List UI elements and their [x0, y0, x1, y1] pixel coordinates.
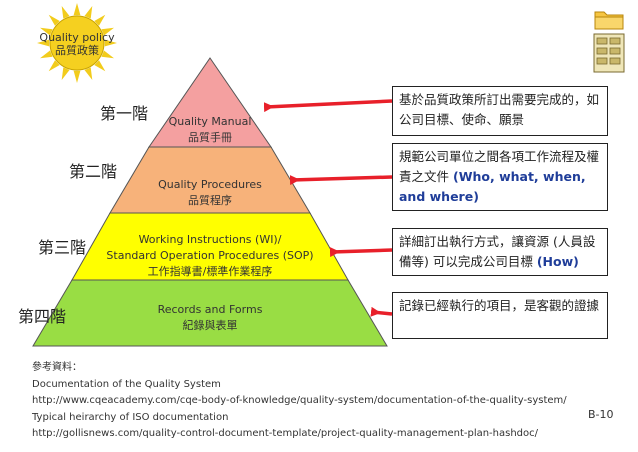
sun-ray — [104, 39, 117, 47]
sun-ray — [94, 60, 106, 72]
sun-ray — [37, 39, 50, 47]
tier-4-shape — [32, 279, 388, 347]
arrow-1 — [263, 99, 393, 113]
level-4-label: 第四階 — [18, 307, 67, 326]
reference-line-2: http://www.cqeacademy.com/cqe-body-of-kn… — [32, 395, 567, 406]
callout-3-text: 詳細訂出執行方式，讓資源 (人員設備等) 可以完成公司目標 — [399, 234, 596, 269]
file-cabinet-icon — [593, 33, 625, 73]
tier-3-title-en2: Standard Operation Procedures (SOP) — [106, 249, 314, 262]
sun-ray — [48, 60, 60, 72]
sun-ray — [73, 3, 81, 16]
sun-ray — [40, 50, 53, 59]
sun-ray — [101, 27, 114, 36]
sun-icon — [37, 3, 117, 83]
sun-ray — [94, 14, 106, 26]
callout-4-text: 記錄已經執行的項目，是客觀的證據 — [399, 298, 600, 313]
level-2-label: 第二階 — [69, 162, 118, 181]
arrow-3 — [329, 247, 393, 258]
callout-2: 規範公司單位之間各項工作流程及權責之文件 (Who, what, when, a… — [392, 143, 608, 211]
sun-ray — [73, 70, 81, 83]
callout-1-text: 基於品質政策所訂出需要完成的，如公司目標、使命、願景 — [399, 92, 600, 127]
sun-ray — [61, 6, 70, 19]
callout-3: 詳細訂出執行方式，讓資源 (人員設備等) 可以完成公司目標 (How) — [392, 228, 608, 276]
sun-ray — [84, 67, 93, 80]
tier-2-text: Quality Procedures 品質程序 — [140, 177, 280, 209]
sun-label-zh: 品質政策 — [55, 44, 99, 57]
sun-ray — [61, 67, 70, 80]
tier-3-title-zh: 工作指導書/標準作業程序 — [147, 265, 273, 278]
sun-ray — [40, 27, 53, 36]
tier-2-title-zh: 品質程序 — [188, 194, 232, 207]
tier-4-title-en: Records and Forms — [157, 303, 263, 316]
callout-4: 記錄已經執行的項目，是客觀的證據 — [392, 292, 608, 339]
sun-label: Quality policy 品質政策 — [32, 31, 122, 57]
arrow-2 — [289, 175, 393, 186]
tier-2-title-en: Quality Procedures — [158, 178, 262, 191]
tier-4-title-zh: 紀錄與表單 — [182, 319, 238, 332]
reference-line-3: Typical heirarchy of ISO documentation — [32, 411, 229, 423]
callout-2-text: 規範公司單位之間各項工作流程及權責之文件 — [399, 149, 600, 184]
reference-line-1: Documentation of the Quality System — [32, 378, 221, 390]
callout-3-highlight: (How) — [536, 254, 579, 269]
arrow-4 — [370, 306, 393, 317]
references-heading: 參考資料： — [32, 362, 82, 373]
sun-ray — [84, 6, 93, 19]
tier-1-text: Quality Manual 品質手冊 — [160, 114, 260, 146]
callout-2-highlight: (Who, what, when, and where) — [399, 169, 586, 204]
tier-3-title-en: Working Instructions (WI)/ — [138, 233, 282, 246]
reference-line-4: http://gollisnews.com/quality-control-do… — [32, 428, 539, 439]
tier-1-title-zh: 品質手冊 — [188, 131, 232, 144]
tier-1-title-en: Quality Manual — [168, 115, 252, 128]
references: 參考資料： Documentation of the Quality Syste… — [32, 360, 567, 443]
level-1-label: 第一階 — [100, 104, 149, 123]
tier-3-text: Working Instructions (WI)/ Standard Oper… — [100, 232, 320, 280]
level-3-label: 第三階 — [38, 238, 87, 257]
page-number: B-10 — [588, 408, 614, 421]
sun-label-en: Quality policy — [39, 31, 115, 44]
sun-ray — [48, 14, 60, 26]
callout-1: 基於品質政策所訂出需要完成的，如公司目標、使命、願景 — [392, 86, 608, 136]
folder-icon — [594, 11, 624, 30]
sun-ray — [101, 50, 114, 59]
tier-4-text: Records and Forms 紀錄與表單 — [140, 302, 280, 334]
